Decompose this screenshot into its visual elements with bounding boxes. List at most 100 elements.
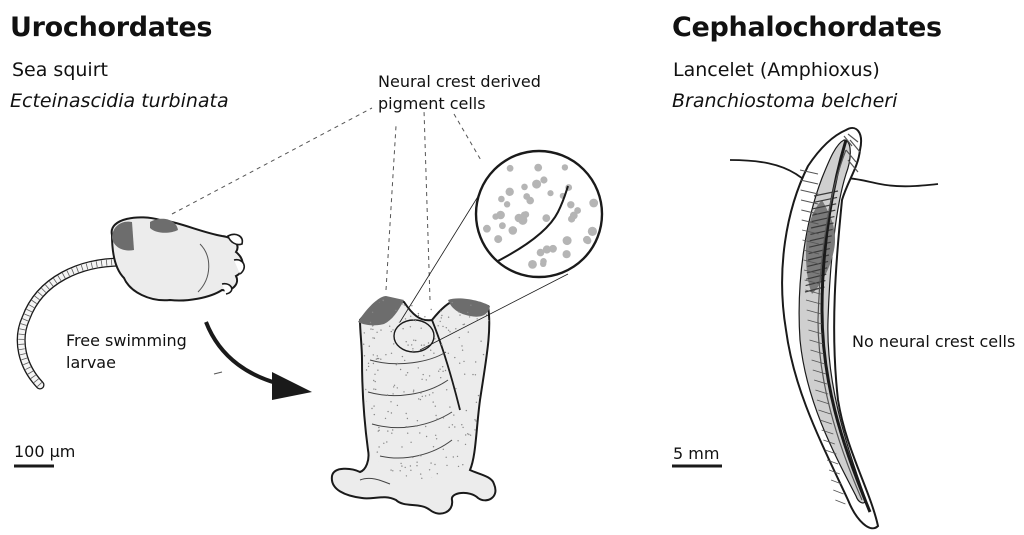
myotome-line: [833, 490, 843, 494]
stipple-dot: [407, 418, 408, 419]
stipple-dot: [410, 470, 411, 471]
stipple-dot: [470, 305, 471, 306]
stipple-dot: [446, 389, 447, 390]
stipple-dot: [412, 348, 413, 349]
stipple-dot: [441, 317, 442, 318]
stipple-dot: [383, 300, 384, 301]
stipple-dot: [406, 413, 407, 414]
stipple-dot: [477, 318, 478, 319]
stipple-dot: [437, 473, 438, 474]
stipple-dot: [445, 370, 446, 371]
stipple-dot: [425, 426, 426, 427]
stipple-dot: [440, 311, 441, 312]
stipple-dot: [436, 418, 437, 419]
stipple-dot: [368, 363, 369, 364]
stipple-dot: [446, 457, 447, 458]
stipple-dot: [464, 374, 465, 375]
stipple-dot: [389, 326, 390, 327]
pigment-cell-dot: [499, 222, 506, 229]
stipple-dot: [425, 395, 426, 396]
stipple-dot: [373, 388, 374, 389]
stipple-dot: [412, 350, 413, 351]
stipple-dot: [465, 444, 466, 445]
stipple-dot: [418, 313, 419, 314]
stipple-dot: [400, 463, 401, 464]
stipple-dot: [410, 316, 411, 317]
stipple-dot: [370, 328, 371, 329]
stipple-dot: [459, 337, 460, 338]
stipple-dot: [453, 456, 454, 457]
stipple-dot: [376, 332, 377, 333]
stipple-dot: [404, 304, 405, 305]
stipple-dot: [421, 345, 422, 346]
stipple-dot: [455, 388, 456, 389]
stipple-dot: [449, 406, 450, 407]
pigment-cell-dot: [570, 212, 578, 220]
stipple-dot: [420, 399, 421, 400]
pigment-cell-dot: [509, 226, 518, 235]
stipple-dot: [413, 390, 414, 391]
pigment-cell-dot: [483, 225, 491, 233]
pigment-cell-dot: [496, 211, 505, 220]
arrow-head-icon: [272, 372, 312, 400]
stipple-dot: [443, 449, 444, 450]
stipple-dot: [369, 346, 370, 347]
stipple-dot: [397, 363, 398, 364]
stipple-dot: [474, 419, 475, 420]
stipple-dot: [448, 330, 449, 331]
stipple-dot: [372, 337, 373, 338]
stipple-dot: [420, 455, 421, 456]
stipple-dot: [420, 473, 421, 474]
stipple-dot: [421, 379, 422, 380]
stipple-dot: [407, 433, 408, 434]
stipple-dot: [385, 418, 386, 419]
stipple-dot: [372, 329, 373, 330]
stipple-dot: [405, 318, 406, 319]
stipple-dot: [420, 300, 421, 301]
stipple-dot: [362, 435, 363, 436]
stipple-dot: [416, 465, 417, 466]
pigment-cell-dot: [494, 235, 502, 243]
stipple-dot: [429, 394, 430, 395]
stipple-dot: [391, 331, 392, 332]
stipple-dot: [402, 303, 403, 304]
stipple-dot: [430, 350, 431, 351]
stipple-dot: [393, 386, 394, 387]
stipple-dot: [419, 432, 420, 433]
stipple-dot: [469, 316, 470, 317]
stipple-dot: [417, 420, 418, 421]
stipple-dot: [467, 433, 468, 434]
stipple-dot: [486, 399, 487, 400]
stipple-dot: [410, 465, 411, 466]
stipple-dot: [430, 462, 431, 463]
stipple-dot: [392, 393, 393, 394]
stipple-dot: [366, 369, 367, 370]
stipple-dot: [411, 305, 412, 306]
pigment-cell-dot: [542, 214, 550, 222]
stipple-dot: [459, 314, 460, 315]
pigment-cell-dot: [589, 199, 598, 208]
stipple-dot: [397, 387, 398, 388]
stipple-dot: [433, 446, 434, 447]
stipple-dot: [423, 344, 424, 345]
stipple-dot: [435, 435, 436, 436]
stipple-dot: [484, 409, 485, 410]
stipple-dot: [376, 358, 377, 359]
stipple-dot: [462, 464, 463, 465]
stipple-dot: [419, 455, 420, 456]
stipple-dot: [466, 410, 467, 411]
stipple-dot: [468, 434, 469, 435]
stipple-dot: [458, 466, 459, 467]
stipple-dot: [374, 374, 375, 375]
stipple-dot: [400, 369, 401, 370]
magnified-pigment-cells: [476, 151, 602, 277]
stipple-dot: [462, 350, 463, 351]
stipple-dot: [412, 457, 413, 458]
stipple-dot: [442, 326, 443, 327]
stipple-dot: [435, 415, 436, 416]
stipple-dot: [391, 412, 392, 413]
stipple-dot: [377, 451, 378, 452]
stipple-dot: [435, 406, 436, 407]
stipple-dot: [395, 310, 396, 311]
